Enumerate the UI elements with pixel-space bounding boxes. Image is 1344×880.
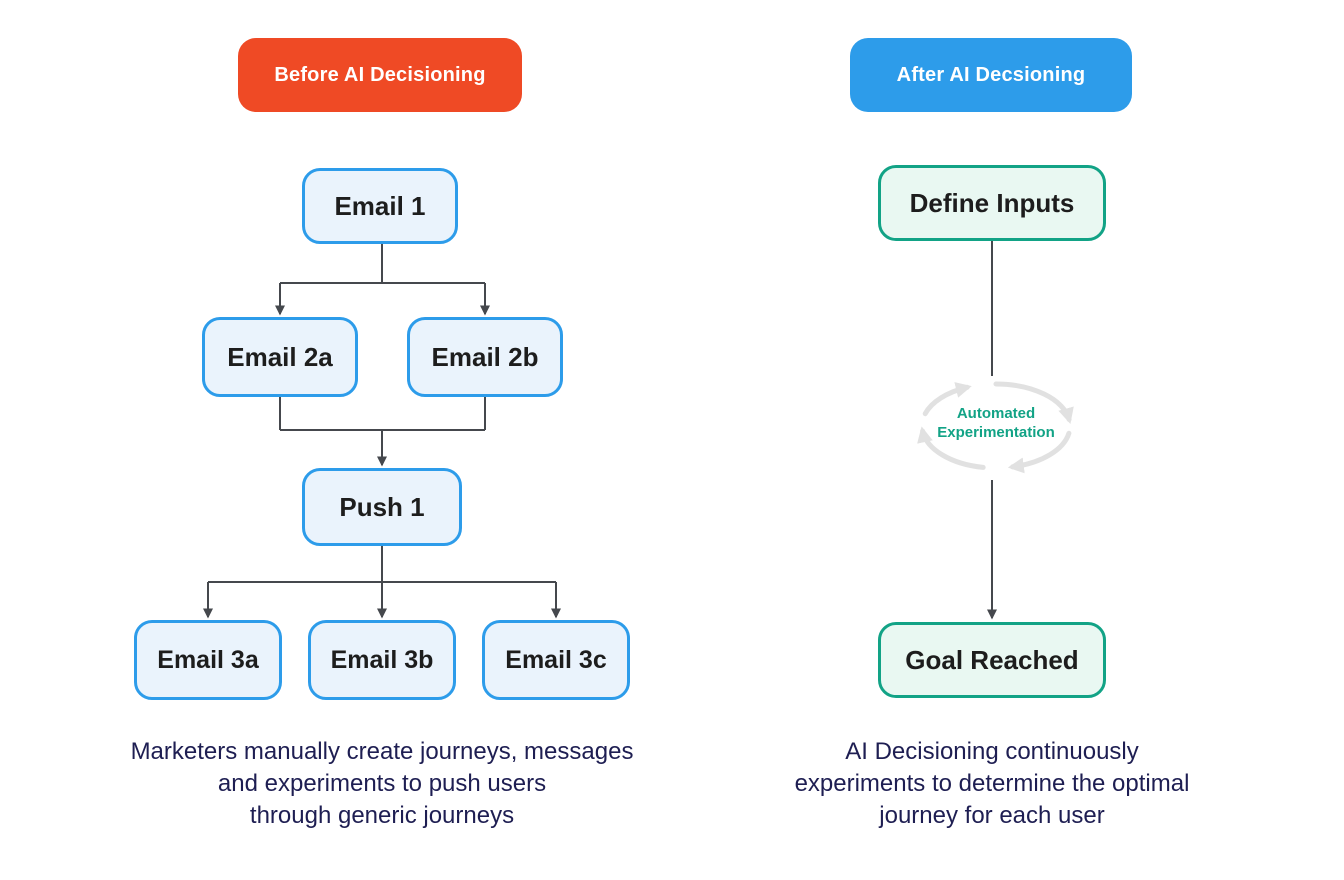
- node-email-2a: Email 2a: [202, 317, 358, 397]
- node-email-2b: Email 2b: [407, 317, 563, 397]
- after-ai-header: After AI Decsioning: [850, 38, 1132, 112]
- node-email-3b: Email 3b: [308, 620, 456, 700]
- loop-arc-bottom-right: [1007, 430, 1072, 474]
- node-push-1: Push 1: [302, 468, 462, 546]
- loop-label: Automated Experimentation: [937, 405, 1055, 441]
- node-email-3c: Email 3c: [482, 620, 630, 700]
- node-email-1: Email 1: [302, 168, 458, 244]
- node-goal-reached: Goal Reached: [878, 622, 1106, 698]
- node-email-3a: Email 3a: [134, 620, 282, 700]
- node-define-inputs: Define Inputs: [878, 165, 1106, 241]
- after-caption: AI Decisioning continuously experiments …: [794, 738, 1190, 829]
- loop-arc-bottom-left: [917, 426, 986, 470]
- loop-cycle-icon: [917, 381, 1074, 474]
- experimentation-loop: [906, 376, 1086, 480]
- loop-arc-top-left: [922, 382, 972, 417]
- before-ai-header: Before AI Decisioning: [238, 38, 522, 112]
- loop-arc-top-right: [993, 381, 1074, 425]
- before-caption: Marketers manually create journeys, mess…: [130, 738, 634, 829]
